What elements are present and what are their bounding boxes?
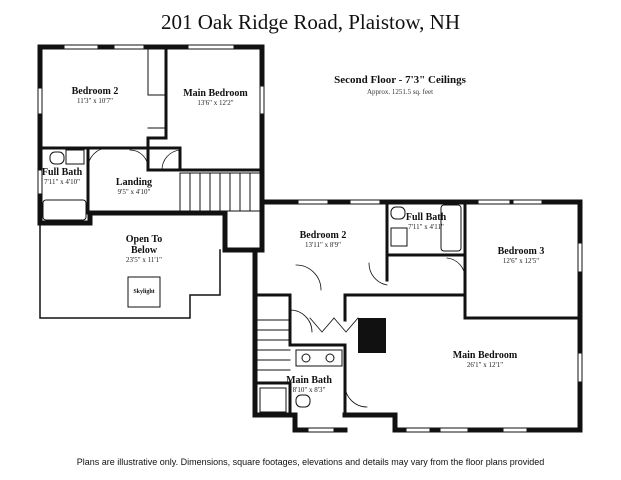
door-swings	[87, 147, 466, 408]
room-landing: Landing 9'5" x 4'10"	[115, 177, 153, 196]
room-bedroom-2-left: Bedroom 2 11'3" x 10'7"	[71, 86, 119, 105]
room-main-bath: Main Bath 8'10" x 8'3"	[286, 375, 332, 394]
room-full-bath-left: Full Bath 7'11" x 4'10"	[41, 167, 83, 186]
room-main-bedroom-left: Main Bedroom 13'6" x 12'2"	[183, 88, 248, 107]
stairs-lower	[257, 319, 291, 371]
stairs-upper	[179, 172, 261, 212]
disclaimer: Plans are illustrative only. Dimensions,…	[76, 457, 545, 467]
windows	[38, 45, 582, 432]
room-bedroom-3: Bedroom 3 12'6" x 12'5"	[497, 246, 545, 265]
left-interior-walls	[38, 45, 264, 215]
left-closets	[147, 49, 167, 129]
fixtures	[42, 149, 462, 413]
room-full-bath-right: Full Bath 7'11" x 4'11"	[405, 212, 447, 231]
room-bedroom-2-right: Bedroom 2 13'11" x 8'9"	[299, 230, 347, 249]
skylight-label: Skylight	[133, 289, 155, 295]
floor-area: Approx. 1251.5 sq. feet	[366, 88, 434, 96]
right-wing-walls	[252, 199, 583, 433]
plan-title: 201 Oak Ridge Road, Plaistow, NH	[160, 10, 461, 34]
floor-label: Second Floor - 7'3" Ceilings	[334, 74, 466, 86]
room-open-to-below: Open To Below 23'5" x 11'1"	[125, 234, 163, 264]
right-wing-bottom	[342, 412, 533, 433]
closet-dark	[358, 318, 386, 353]
room-main-bedroom-right: Main Bedroom 26'1" x 12'1"	[452, 350, 518, 369]
skylight-box	[127, 276, 161, 308]
open-to-below-outline	[39, 222, 221, 319]
